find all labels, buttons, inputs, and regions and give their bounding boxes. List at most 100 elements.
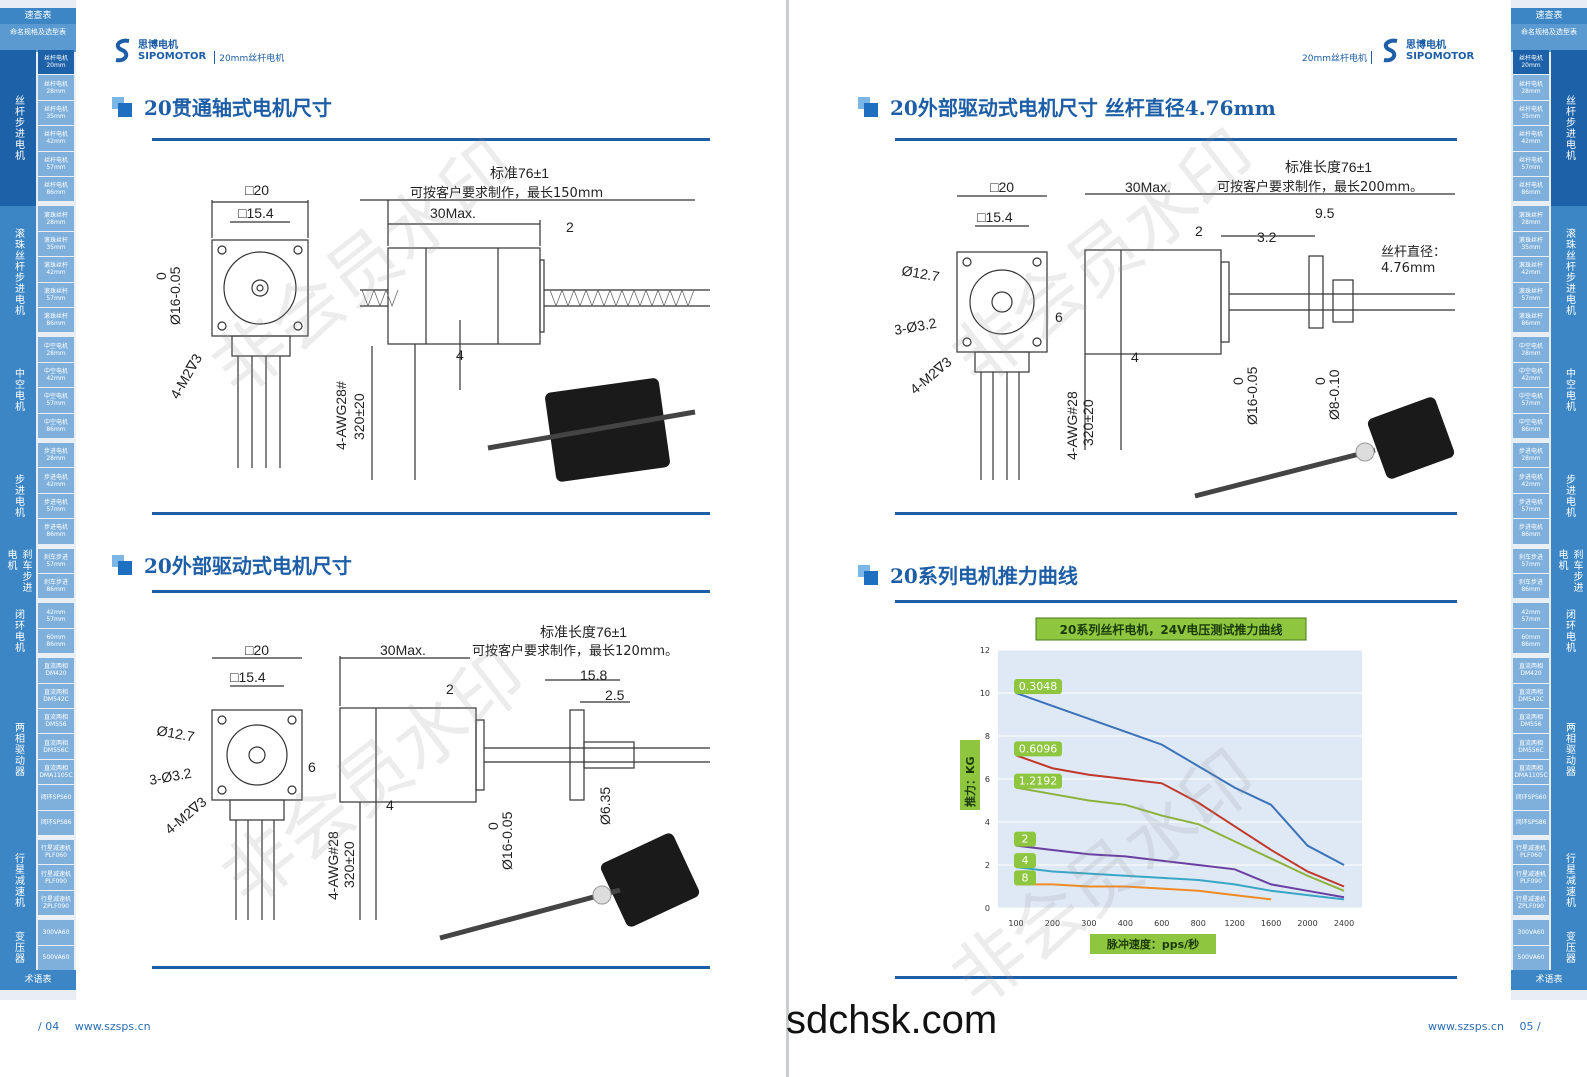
sidebar-item[interactable]: 中空电机57mm [1513,388,1549,414]
sidebar-group-label[interactable]: 步进电机 [0,443,36,549]
sidebar-group-label[interactable]: 两相驱动器 [0,658,36,840]
sidebar-item[interactable]: 滚珠丝杆86mm [38,307,74,334]
sidebar-item[interactable]: 丝杆电机86mm [1513,176,1549,203]
sidebar-item[interactable]: 行星减速机PLF060 [1513,840,1549,866]
sidebar-group-label[interactable]: 刹车步进电机 [1551,548,1587,604]
sidebar-group-label[interactable]: 丝杆步进电机 [0,50,36,207]
sidebar-item[interactable]: 滚珠丝杆57mm [1513,282,1549,308]
sidebar-item[interactable]: 滚珠丝杆28mm [38,206,74,232]
sidebar-item[interactable]: 直流两相DM420 [38,658,74,684]
sidebar-item[interactable]: 刹车步进86mm [38,573,74,600]
sidebar-item[interactable]: 42mm 57mm [38,603,74,629]
sidebar-item[interactable]: 300VA60 [38,920,74,946]
sidebar-item[interactable]: 中空电机42mm [38,362,74,389]
sidebar-tab-quick-ref[interactable]: 速查表 [0,8,76,24]
sidebar-item[interactable]: 直流两相DM542C [1513,683,1549,709]
sidebar-item[interactable]: 丝杆电机57mm [1513,151,1549,177]
sidebar-item[interactable]: 滚珠丝杆35mm [38,231,74,258]
sidebar-group-label[interactable]: 刹车步进电机 [0,548,36,604]
sidebar-group-label[interactable]: 行星减速机 [1551,840,1587,921]
sidebar-group-label[interactable]: 两相驱动器 [1551,658,1587,840]
sidebar-item[interactable]: 中空电机28mm [38,337,74,363]
sidebar-group-label[interactable]: 行星减速机 [0,840,36,921]
y-tick-label: 0 [985,904,990,913]
sidebar-item[interactable]: 60mm 86mm [38,628,74,655]
sidebar-item[interactable]: 丝杆电机20mm [38,50,74,76]
sidebar-item[interactable]: 丝杆电机57mm [38,151,74,177]
sidebar-item[interactable]: 闭环SPS86 [1513,810,1549,836]
footer-url[interactable]: www.szsps.cn [74,1020,151,1033]
sidebar-item[interactable]: 刹车步进86mm [1513,573,1549,600]
sidebar-item[interactable]: 500VA60 [1513,945,1549,971]
sidebar-group-label[interactable]: 滚珠丝杆步进电机 [0,206,36,338]
sidebar-item[interactable]: 丝杆电机28mm [38,75,74,101]
sidebar-item[interactable]: 中空电机57mm [38,388,74,414]
dim-sq154: □15.4 [977,209,1013,225]
sidebar-item[interactable]: 直流两相DM556 [38,708,74,735]
sidebar-item[interactable]: 直流两相DMA1105C [1513,759,1549,786]
sidebar-item[interactable]: 步进电机86mm [1513,519,1549,545]
sidebar-item[interactable]: 滚珠丝杆86mm [1513,307,1549,334]
sidebar-item[interactable]: 行星减速机ZPLF090 [38,890,74,917]
sidebar-item[interactable]: 直流两相DM542C [38,683,74,709]
sidebar-item[interactable]: 行星减速机ZPLF090 [1513,890,1549,917]
sidebar-tab-naming[interactable]: 命名规格及选型表 [0,24,76,52]
sidebar-item[interactable]: 直流两相DM556C [38,734,74,760]
sidebar-item[interactable]: 滚珠丝杆42mm [38,257,74,283]
sidebar-item[interactable]: 42mm 57mm [1513,603,1549,629]
sidebar-item[interactable]: 中空电机42mm [1513,362,1549,389]
sidebar-item[interactable]: 丝杆电机42mm [1513,126,1549,152]
sidebar-tab-glossary[interactable]: 术语表 [0,970,76,990]
sidebar-item[interactable]: 60mm 86mm [1513,628,1549,655]
sidebar-item[interactable]: 滚珠丝杆28mm [1513,206,1549,232]
sidebar-item[interactable]: 丝杆电机28mm [1513,75,1549,101]
sidebar-item[interactable]: 刹车步进57mm [38,548,74,574]
sidebar-item[interactable]: 步进电机28mm [38,443,74,469]
x-tick-label: 1600 [1261,919,1281,928]
sidebar-group-label[interactable]: 中空电机 [1551,337,1587,443]
footer-url[interactable]: www.szsps.cn [1428,1020,1504,1033]
sidebar-item[interactable]: 滚珠丝杆35mm [1513,231,1549,258]
sidebar-item[interactable]: 中空电机86mm [1513,413,1549,439]
sidebar-item[interactable]: 步进电机28mm [1513,443,1549,469]
sidebar-tab-naming[interactable]: 命名规格及选型表 [1511,24,1587,52]
sidebar-tab-glossary[interactable]: 术语表 [1511,970,1587,990]
sidebar-tab-quick-ref[interactable]: 速查表 [1511,8,1587,24]
sidebar-item[interactable]: 闭环SPS60 [1513,785,1549,811]
sidebar-item[interactable]: 丝杆电机35mm [1513,100,1549,127]
sidebar-item[interactable]: 行星减速机PLF060 [38,840,74,866]
sidebar-group-label[interactable]: 中空电机 [0,337,36,443]
sidebar-group-label[interactable]: 丝杆步进电机 [1551,50,1587,207]
sidebar-item[interactable]: 闭环SPS86 [38,810,74,836]
sidebar-item[interactable]: 步进电机42mm [38,468,74,494]
sidebar-item[interactable]: 刹车步进57mm [1513,548,1549,574]
sidebar-item[interactable]: 中空电机86mm [38,413,74,439]
sidebar-group-label[interactable]: 变压器 [1551,920,1587,975]
sidebar-item[interactable]: 丝杆电机35mm [38,100,74,127]
sidebar-item[interactable]: 步进电机42mm [1513,468,1549,494]
sidebar-group-label[interactable]: 滚珠丝杆步进电机 [1551,206,1587,338]
sidebar-item[interactable]: 滚珠丝杆42mm [1513,257,1549,283]
sidebar-item[interactable]: 闭环SPS60 [38,785,74,811]
sidebar-item[interactable]: 500VA60 [38,945,74,971]
sidebar-item[interactable]: 步进电机57mm [38,493,74,520]
sidebar-group-label[interactable]: 变压器 [0,920,36,975]
sidebar-item[interactable]: 丝杆电机20mm [1513,50,1549,76]
sidebar-group-label[interactable]: 步进电机 [1551,443,1587,549]
sidebar-item[interactable]: 直流两相DM556 [1513,708,1549,735]
sidebar-item[interactable]: 滚珠丝杆57mm [38,282,74,308]
sidebar-item[interactable]: 直流两相DMA1105C [38,759,74,786]
sidebar-item[interactable]: 丝杆电机42mm [38,126,74,152]
sidebar-group-label[interactable]: 闭环电机 [0,603,36,659]
sidebar-item[interactable]: 步进电机57mm [1513,493,1549,520]
sidebar-item[interactable]: 直流两相DM420 [1513,658,1549,684]
series-label: 2 [1022,833,1029,846]
sidebar-item[interactable]: 直流两相DM556C [1513,734,1549,760]
sidebar-group-label[interactable]: 闭环电机 [1551,603,1587,659]
sidebar-item[interactable]: 行星减速机PLF090 [38,865,74,891]
sidebar-item[interactable]: 行星减速机PLF090 [1513,865,1549,891]
sidebar-item[interactable]: 中空电机28mm [1513,337,1549,363]
sidebar-item[interactable]: 步进电机86mm [38,519,74,545]
sidebar-item[interactable]: 300VA60 [1513,920,1549,946]
sidebar-item[interactable]: 丝杆电机86mm [38,176,74,203]
